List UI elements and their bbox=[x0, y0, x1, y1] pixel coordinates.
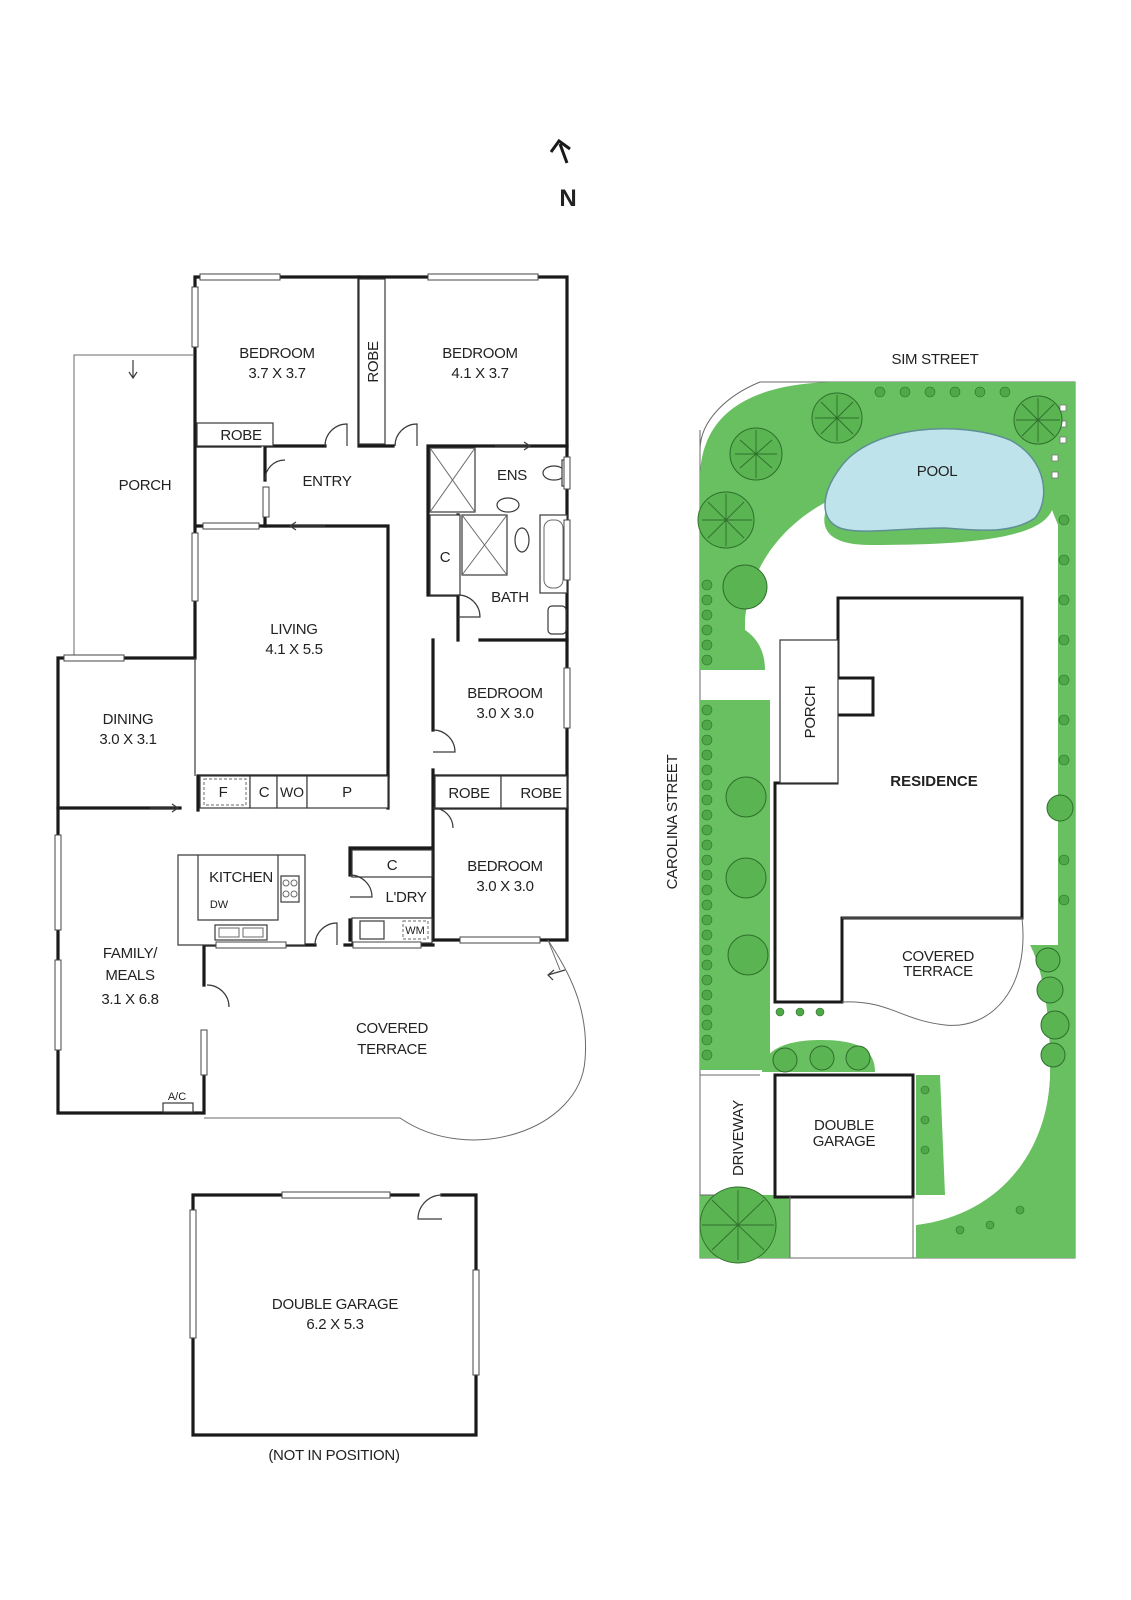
site-garage-building bbox=[773, 1073, 915, 1199]
dining-label: DINING bbox=[103, 711, 154, 728]
bedroom-se-label: BEDROOM bbox=[467, 858, 542, 875]
site-garage-line2: GARAGE bbox=[813, 1133, 876, 1150]
garage-note: (NOT IN POSITION) bbox=[268, 1447, 400, 1464]
living-size: 4.1 X 5.5 bbox=[265, 641, 322, 658]
robe-nw-box bbox=[196, 422, 274, 447]
residence-label: RESIDENCE bbox=[890, 773, 978, 790]
kitchen-bench bbox=[177, 854, 306, 946]
site-porch-label: PORCH bbox=[802, 686, 819, 739]
robe-vertical-box bbox=[358, 278, 386, 445]
robe-b-box bbox=[500, 775, 568, 809]
laundry-tub-icon bbox=[359, 920, 385, 940]
pantry-wo-box bbox=[276, 775, 308, 809]
house-floor-plan bbox=[54, 273, 587, 1141]
site-terrace-line2: TERRACE bbox=[903, 963, 973, 980]
pantry-p-box bbox=[306, 775, 389, 809]
robe-vertical-label: ROBE bbox=[365, 341, 382, 383]
bath-basin-icon bbox=[547, 605, 567, 635]
ac-label: A/C bbox=[168, 1091, 186, 1103]
cooktop-icon bbox=[280, 875, 300, 903]
porch-outline bbox=[73, 354, 193, 658]
pantry-wo-label: WO bbox=[280, 784, 304, 800]
porch-label: PORCH bbox=[119, 477, 172, 494]
garage-size: 6.2 X 5.3 bbox=[306, 1316, 363, 1333]
pantry-c-box bbox=[249, 775, 278, 809]
ens-label: ENS bbox=[497, 467, 527, 484]
dishwasher-label: DW bbox=[210, 899, 229, 911]
pantry-p-label: P bbox=[342, 784, 352, 801]
bedroom-mid-size: 3.0 X 3.0 bbox=[476, 705, 533, 722]
bedroom-ne-label: BEDROOM bbox=[442, 345, 517, 362]
kitchen-label: KITCHEN bbox=[209, 869, 273, 886]
sink-icon bbox=[214, 924, 268, 941]
site-garage-line1: DOUBLE bbox=[814, 1117, 874, 1134]
garage-label: DOUBLE GARAGE bbox=[272, 1296, 398, 1313]
terrace-outline bbox=[204, 939, 587, 1141]
terrace-label-line1: COVERED bbox=[356, 1020, 429, 1037]
pantry-f-label: F bbox=[219, 784, 228, 801]
washing-machine-label: WM bbox=[405, 925, 425, 937]
bedroom-mid-label: BEDROOM bbox=[467, 685, 542, 702]
carolina-street-label: CAROLINA STREET bbox=[664, 755, 681, 890]
bedroom-ne-size: 4.1 X 3.7 bbox=[451, 365, 508, 382]
dining-size: 3.0 X 3.1 bbox=[99, 731, 156, 748]
site-plan bbox=[697, 381, 1076, 1264]
site-terrace-line1: COVERED bbox=[902, 948, 975, 965]
ac-unit-icon bbox=[162, 1102, 194, 1113]
sim-street-label: SIM STREET bbox=[891, 351, 978, 368]
floor-plan-labels: BEDROOM 3.7 X 3.7 BEDROOM 4.1 X 3.7 ROBE… bbox=[99, 341, 562, 1103]
bedroom-nw-size: 3.7 X 3.7 bbox=[248, 365, 305, 382]
door-swings bbox=[206, 423, 481, 1008]
pantry-c-label: C bbox=[259, 784, 270, 801]
robe-b-label: ROBE bbox=[520, 785, 562, 802]
family-label-line2: MEALS bbox=[105, 967, 155, 984]
linen-cupboard bbox=[429, 514, 461, 596]
family-label-line1: FAMILY/ bbox=[103, 945, 158, 962]
bath-toilet-icon bbox=[514, 527, 530, 553]
laundry-label: L'DRY bbox=[385, 889, 426, 906]
bedroom-nw-label: BEDROOM bbox=[239, 345, 314, 362]
north-arrow-icon bbox=[549, 138, 571, 164]
laundry-cupboard bbox=[351, 849, 433, 878]
bath-label: BATH bbox=[491, 589, 529, 606]
direction-arrows bbox=[128, 360, 566, 981]
living-label: LIVING bbox=[270, 621, 317, 638]
fridge-box bbox=[199, 775, 251, 809]
robe-a-box bbox=[434, 775, 502, 809]
robe-a-label: ROBE bbox=[448, 785, 490, 802]
garage-floor-plan bbox=[189, 1191, 480, 1437]
rear-yard bbox=[916, 945, 1050, 1225]
robe-nw-label: ROBE bbox=[220, 427, 262, 444]
washing-machine-icon bbox=[402, 920, 429, 940]
laundry-cupboard-label: C bbox=[387, 857, 398, 874]
site-plan-labels: SIM STREET CAROLINA STREET POOL PORCH RE… bbox=[664, 351, 979, 1176]
driveway-label: DRIVEWAY bbox=[730, 1100, 747, 1176]
entry-label: ENTRY bbox=[302, 473, 351, 490]
terrace-label-line2: TERRACE bbox=[357, 1041, 427, 1058]
bath-cupboard-label: C bbox=[440, 549, 451, 566]
family-size: 3.1 X 6.8 bbox=[101, 991, 158, 1008]
windows bbox=[54, 273, 571, 1076]
north-label: N bbox=[559, 185, 576, 212]
pool bbox=[824, 428, 1045, 532]
exterior-walls bbox=[56, 275, 569, 1115]
bedroom-se-size: 3.0 X 3.0 bbox=[476, 878, 533, 895]
pool-label: POOL bbox=[917, 463, 957, 480]
basin-icon bbox=[496, 497, 520, 513]
